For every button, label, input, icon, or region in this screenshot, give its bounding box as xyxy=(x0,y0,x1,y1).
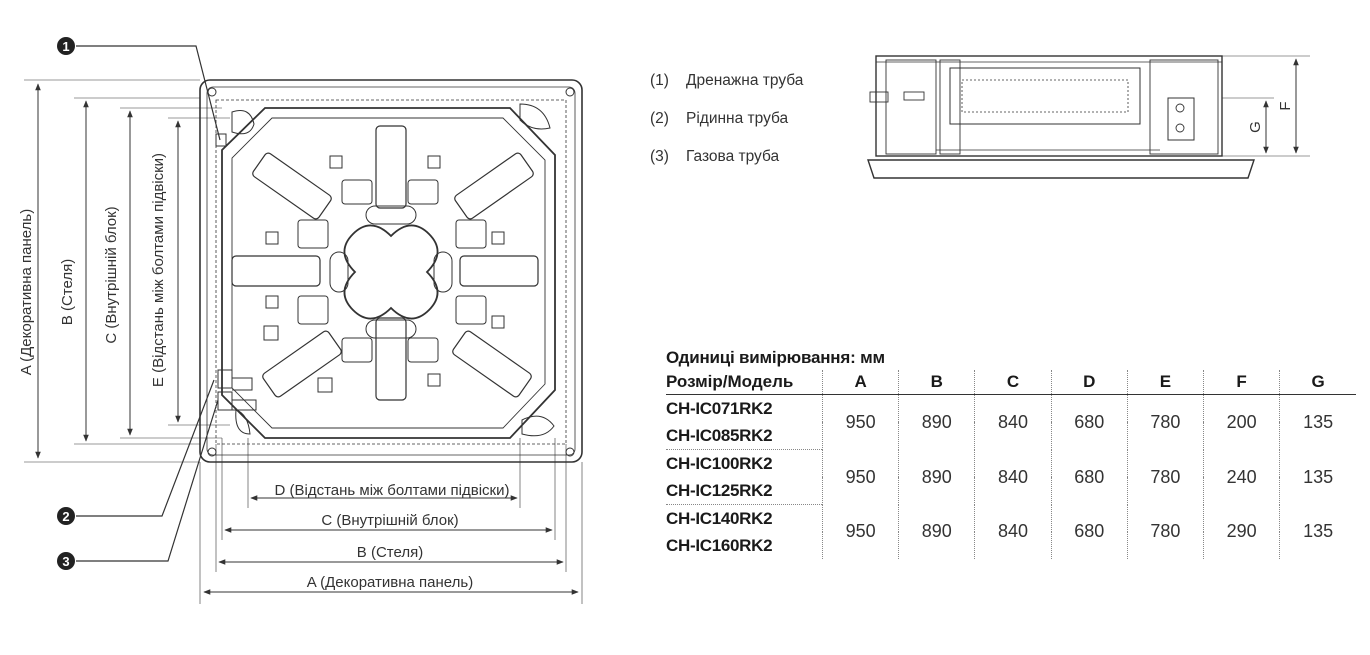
table-row: CH-IC160RK2 xyxy=(666,532,1356,559)
header-e: E xyxy=(1126,370,1204,395)
units-caption: Одиниці вимірювання: мм xyxy=(666,348,885,367)
model-name: CH-IC160RK2 xyxy=(666,536,773,555)
corner-pads xyxy=(231,103,555,437)
legend-number: (3) xyxy=(650,148,669,165)
value-e: 780 xyxy=(1126,394,1204,450)
value-f: 200 xyxy=(1203,394,1280,450)
legend-item-liquid: (2) Рідинна труба xyxy=(650,100,803,138)
value-a: 950 xyxy=(821,449,899,505)
svg-text:2: 2 xyxy=(62,509,69,524)
value-d: 680 xyxy=(1050,394,1128,450)
svg-text:1: 1 xyxy=(62,39,69,54)
header-f: F xyxy=(1203,370,1280,395)
header-b: B xyxy=(898,370,975,395)
radial-arms xyxy=(231,125,539,401)
dim-label-a-left: A (Декоративна панель) xyxy=(18,209,35,375)
legend-item-drain: (1) Дренажна труба xyxy=(650,62,803,100)
fixing-points xyxy=(263,155,505,393)
dim-label-a-bottom: A (Декоративна панель) xyxy=(307,574,473,591)
model-name: CH-IC085RK2 xyxy=(666,422,823,450)
legend-item-gas: (3) Газова труба xyxy=(650,138,803,176)
table-row: CH-IC071RK2 950 890 840 680 780 200 135 xyxy=(666,394,1356,450)
left-dimensions xyxy=(24,79,230,463)
table-row: CH-IC085RK2 xyxy=(666,422,1356,450)
value-g: 135 xyxy=(1279,449,1356,505)
corner-screws xyxy=(207,87,575,457)
header-d: D xyxy=(1050,370,1128,395)
dimension-spec: Одиниці вимірювання: мм Розмір/Модель A … xyxy=(666,346,1356,559)
model-name: CH-IC125RK2 xyxy=(666,477,823,505)
value-a: 950 xyxy=(821,394,899,450)
callout-leaders xyxy=(76,45,221,562)
legend-label: Рідинна труба xyxy=(686,110,789,127)
dim-label-c-left: C (Внутрішній блок) xyxy=(103,206,120,343)
dim-label-b-left: B (Стеля) xyxy=(59,259,76,325)
louver-vanes xyxy=(297,179,487,363)
value-g: 135 xyxy=(1279,504,1356,559)
table-row: CH-IC125RK2 xyxy=(666,477,1356,505)
value-c: 840 xyxy=(974,449,1052,505)
side-dimensions xyxy=(1222,55,1310,157)
dimension-table: Розмір/Модель A B C D E F G CH-IC071RK2 … xyxy=(666,370,1356,559)
value-c: 840 xyxy=(974,394,1052,450)
callout-2: 2 xyxy=(57,507,75,525)
table-row: CH-IC140RK2 950 890 840 680 780 290 135 xyxy=(666,504,1356,559)
cassette-side-view xyxy=(867,55,1255,179)
callout-3: 3 xyxy=(57,552,75,570)
value-d: 680 xyxy=(1050,449,1128,505)
legend-number: (2) xyxy=(650,110,669,127)
header-a: A xyxy=(821,370,899,395)
pipe-legend: (1) Дренажна труба (2) Рідинна труба (3)… xyxy=(650,62,803,176)
table-header-row: Розмір/Модель A B C D E F G xyxy=(666,370,1356,395)
dim-label-g: G xyxy=(1247,121,1264,133)
model-name: CH-IC071RK2 xyxy=(666,399,773,418)
svg-text:3: 3 xyxy=(62,554,69,569)
value-e: 780 xyxy=(1126,449,1204,505)
header-c: C xyxy=(974,370,1052,395)
legend-number: (1) xyxy=(650,72,669,89)
value-b: 890 xyxy=(898,449,975,505)
header-model: Розмір/Модель xyxy=(666,370,823,395)
value-g: 135 xyxy=(1279,394,1356,450)
dim-label-c-bottom: C (Внутрішній блок) xyxy=(321,512,458,529)
central-clover xyxy=(343,224,439,320)
dim-label-b-bottom: B (Стеля) xyxy=(357,544,423,561)
value-b: 890 xyxy=(898,504,975,559)
value-e: 780 xyxy=(1126,504,1204,559)
value-b: 890 xyxy=(898,394,975,450)
model-name: CH-IC100RK2 xyxy=(666,454,773,473)
callout-1: 1 xyxy=(57,37,75,55)
value-a: 950 xyxy=(821,504,899,559)
dim-label-d: D (Відстань між болтами підвіски) xyxy=(275,482,510,499)
dim-label-f: F xyxy=(1277,101,1294,110)
model-name: CH-IC140RK2 xyxy=(666,509,773,528)
dim-label-e: E (Відстань між болтами підвіски) xyxy=(150,153,167,387)
value-c: 840 xyxy=(974,504,1052,559)
table-row: CH-IC100RK2 950 890 840 680 780 240 135 xyxy=(666,449,1356,505)
header-g: G xyxy=(1279,370,1356,395)
bottom-dimensions xyxy=(199,438,583,604)
legend-label: Газова труба xyxy=(686,148,780,165)
value-d: 680 xyxy=(1050,504,1128,559)
value-f: 290 xyxy=(1203,504,1280,559)
value-f: 240 xyxy=(1203,449,1280,505)
legend-label: Дренажна труба xyxy=(686,72,804,89)
cassette-top-view xyxy=(199,79,583,463)
